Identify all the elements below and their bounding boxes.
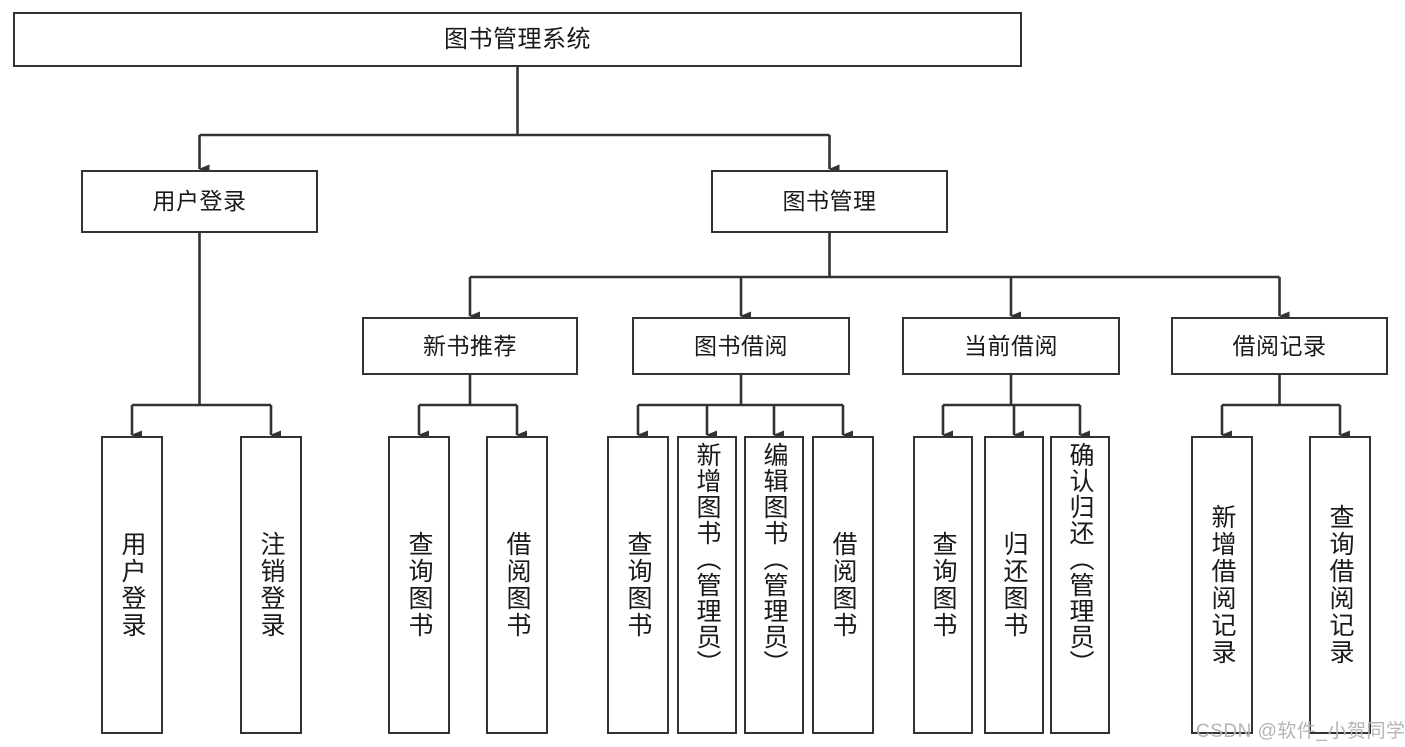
node-label: 查询借阅记录 (1326, 504, 1354, 666)
node-book-management[interactable]: 图书管理 (711, 170, 948, 233)
node-borrow-records[interactable]: 借阅记录 (1171, 317, 1388, 375)
node-label: 当前借阅 (964, 332, 1058, 359)
node-new-book-recommend[interactable]: 新书推荐 (362, 317, 578, 375)
node-root[interactable]: 图书管理系统 (13, 12, 1022, 67)
node-label: 编辑图书（管理员） (760, 442, 788, 676)
node-leaf-query-books-borrow[interactable]: 查询图书 (607, 436, 669, 734)
node-label: 图书管理 (782, 188, 877, 215)
node-label: 确认归还（管理员） (1066, 442, 1094, 676)
node-leaf-borrow-books-recommend[interactable]: 借阅图书 (486, 436, 548, 734)
node-leaf-return-book[interactable]: 归还图书 (984, 436, 1044, 734)
node-current-borrow[interactable]: 当前借阅 (902, 317, 1120, 375)
node-label: 查询图书 (405, 531, 433, 639)
node-leaf-query-borrow-record[interactable]: 查询借阅记录 (1309, 436, 1371, 734)
node-label: 用户登录 (118, 531, 146, 639)
node-leaf-edit-book[interactable]: 编辑图书（管理员） (744, 436, 804, 734)
node-label: 借阅图书 (503, 531, 531, 639)
node-leaf-confirm-return[interactable]: 确认归还（管理员） (1050, 436, 1110, 734)
node-leaf-add-borrow-record[interactable]: 新增借阅记录 (1191, 436, 1253, 734)
node-label: 查询图书 (929, 531, 957, 639)
node-label: 借阅图书 (829, 531, 857, 639)
node-label: 图书管理系统 (444, 25, 591, 53)
node-leaf-borrow-book[interactable]: 借阅图书 (812, 436, 874, 734)
node-leaf-user-login[interactable]: 用户登录 (101, 436, 163, 734)
node-label: 用户登录 (152, 188, 247, 215)
node-leaf-query-books-current[interactable]: 查询图书 (913, 436, 973, 734)
node-leaf-add-book[interactable]: 新增图书（管理员） (677, 436, 737, 734)
node-user-login[interactable]: 用户登录 (81, 170, 318, 233)
node-label: 新书推荐 (423, 332, 517, 359)
node-label: 新增借阅记录 (1208, 504, 1236, 666)
node-label: 归还图书 (1000, 531, 1028, 639)
node-label: 借阅记录 (1232, 332, 1327, 359)
node-label: 查询图书 (624, 531, 652, 639)
csdn-watermark: CSDN @软件_小贺同学 (1196, 721, 1405, 742)
node-label: 注销登录 (257, 531, 285, 639)
node-label: 图书借阅 (694, 332, 788, 359)
node-leaf-logout-login[interactable]: 注销登录 (240, 436, 302, 734)
node-leaf-query-books-recommend[interactable]: 查询图书 (388, 436, 450, 734)
node-label: 新增图书（管理员） (693, 442, 721, 676)
node-book-borrow[interactable]: 图书借阅 (632, 317, 850, 375)
